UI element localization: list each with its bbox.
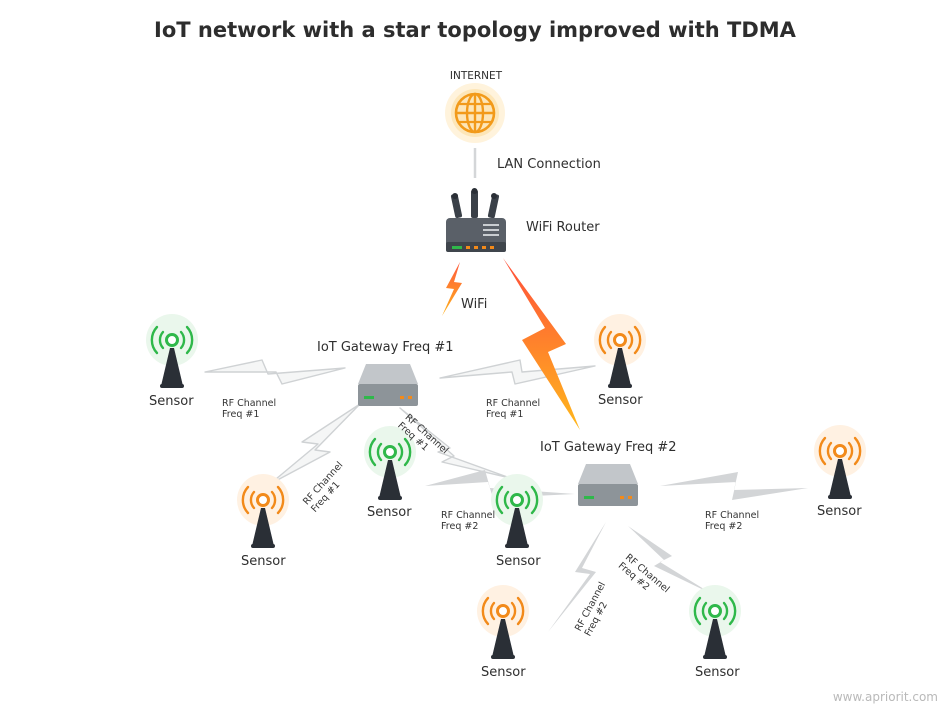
wifi-router-label: WiFi Router xyxy=(526,220,600,235)
sensor-label-top-left: Sensor xyxy=(149,394,194,409)
wifi-bolt-icon xyxy=(442,262,462,316)
sensor-center-left xyxy=(364,426,416,500)
globe-icon xyxy=(445,83,505,143)
gateway-freq2-icon xyxy=(578,464,638,506)
gateway-freq1-label: IoT Gateway Freq #1 xyxy=(317,340,454,355)
sensor-center xyxy=(491,474,543,548)
wifi-router-icon xyxy=(446,188,506,252)
sensor-label-top-right: Sensor xyxy=(598,393,643,408)
diagram-title: IoT network with a star topology improve… xyxy=(154,18,796,42)
sensor-top-right xyxy=(594,314,646,388)
sensor-lower-left xyxy=(237,474,289,548)
sensor-label-bottom-right: Sensor xyxy=(695,665,740,680)
internet-label: INTERNET xyxy=(449,70,503,82)
sensor-top-left xyxy=(146,314,198,388)
gateway-freq1-icon xyxy=(358,364,418,406)
sensor-bottom-right xyxy=(689,585,741,659)
lan-connection-label: LAN Connection xyxy=(497,157,601,172)
rf-link-g1-sensor-right xyxy=(439,359,596,385)
wifi-label: WiFi xyxy=(461,297,488,312)
sensor-label-center: Sensor xyxy=(496,554,541,569)
rf-link-g2-sensor-center xyxy=(425,470,575,498)
rf-links-freq2 xyxy=(425,470,808,632)
rf-link-g2-sensor-bottom-right xyxy=(628,526,712,594)
lightning-bolt-icon xyxy=(503,258,580,430)
sensor-label-lower-left: Sensor xyxy=(241,554,286,569)
sensor-bottom-left xyxy=(477,585,529,659)
rf-link-g2-sensor-right xyxy=(660,472,808,500)
sensor-label-center-left: Sensor xyxy=(367,505,412,520)
watermark: www.apriorit.com xyxy=(832,690,938,704)
rf-link-g2-sensor-bottom-left xyxy=(548,522,606,632)
sensor-right xyxy=(814,425,866,499)
sensor-label-bottom-left: Sensor xyxy=(481,665,526,680)
gateway-freq2-label: IoT Gateway Freq #2 xyxy=(540,440,677,455)
rf-link-g1-sensor-left xyxy=(204,359,346,385)
sensor-label-right: Sensor xyxy=(817,504,862,519)
